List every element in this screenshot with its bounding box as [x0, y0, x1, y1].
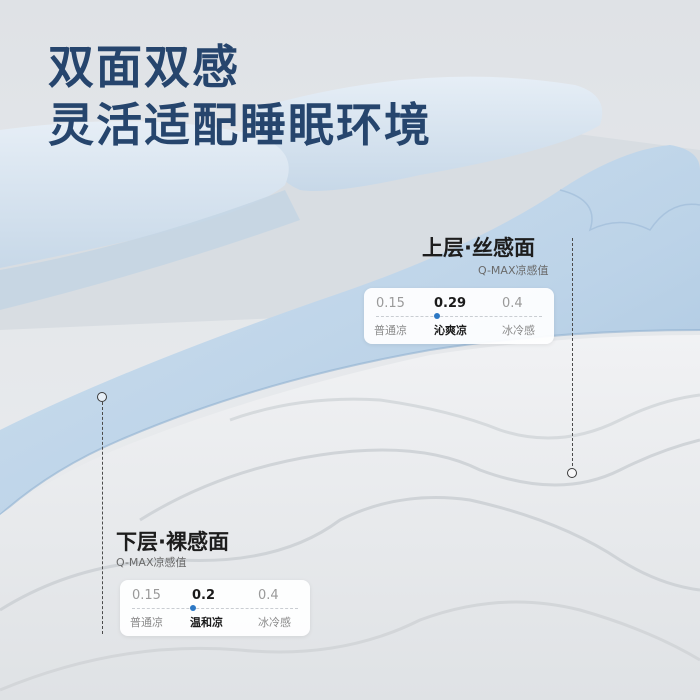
- upper-layer-subtitle: Q-MAX凉感值: [478, 264, 549, 277]
- upper-scale-label-1: 普通凉: [374, 324, 407, 337]
- upper-scale-value-3: 0.4: [502, 296, 523, 311]
- lower-leader-marker: [97, 392, 107, 402]
- lower-scale-label-3: 冰冷感: [258, 616, 291, 629]
- lower-scale-value-3: 0.4: [258, 588, 279, 603]
- lower-leader-line: [102, 402, 103, 634]
- upper-scale-value-2: 0.29: [434, 296, 467, 311]
- lower-scale-value-1: 0.15: [132, 588, 161, 603]
- headline-line-2: 灵活适配睡眠环境: [48, 98, 432, 152]
- headline: 双面双感 灵活适配睡眠环境: [48, 38, 432, 154]
- lower-scale-value-2: 0.2: [192, 588, 216, 603]
- upper-layer-title: 上层·丝感面: [422, 236, 535, 260]
- upper-scale-value-1: 0.15: [376, 296, 405, 311]
- lower-layer-scale-card: 0.15 0.2 0.4 普通凉 温和凉 冰冷感: [120, 580, 310, 636]
- upper-leader-marker: [567, 468, 577, 478]
- lower-scale-label-1: 普通凉: [130, 616, 163, 629]
- lower-layer-title: 下层·裸感面: [116, 530, 229, 554]
- lower-layer-subtitle: Q-MAX凉感值: [116, 556, 187, 569]
- lower-scale-label-2: 温和凉: [190, 616, 223, 629]
- scale-indicator-dot: [434, 313, 440, 319]
- upper-leader-line: [572, 238, 573, 466]
- headline-line-1: 双面双感: [48, 40, 240, 94]
- upper-scale-label-2: 沁爽凉: [434, 324, 467, 337]
- scale-track: [376, 316, 542, 317]
- scale-track: [132, 608, 298, 609]
- scale-indicator-dot: [190, 605, 196, 611]
- upper-scale-label-3: 冰冷感: [502, 324, 535, 337]
- upper-layer-scale-card: 0.15 0.29 0.4 普通凉 沁爽凉 冰冷感: [364, 288, 554, 344]
